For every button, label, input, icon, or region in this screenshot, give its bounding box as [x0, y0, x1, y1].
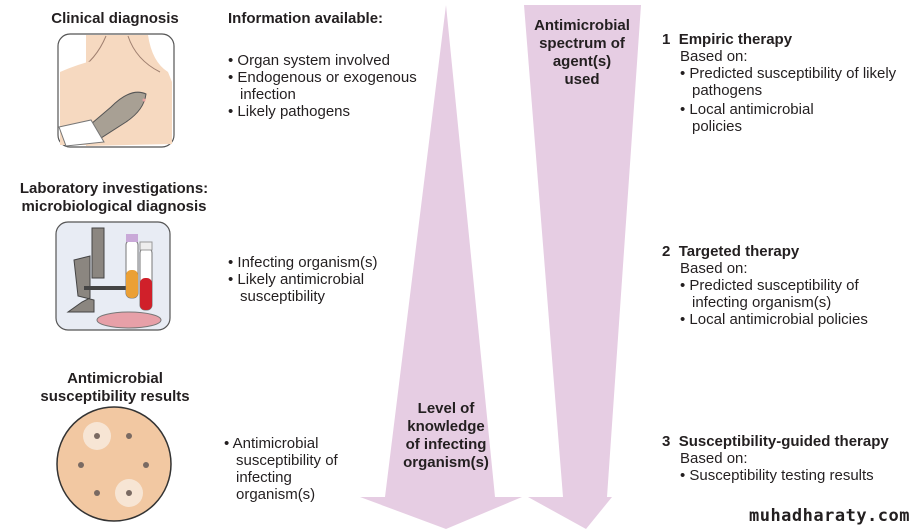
agar-plate-illustration	[56, 406, 172, 522]
based-on-label: Based on:	[680, 260, 748, 277]
list-item: Organ system involved	[228, 52, 418, 69]
ast-title-line: Antimicrobial	[67, 370, 163, 387]
list-item: Local antimicrobial policies	[680, 311, 912, 328]
basis-list: Predicted susceptibility of likely patho…	[680, 65, 912, 135]
therapy-title: Susceptibility-guided therapy	[678, 433, 889, 450]
based-on-label: Based on:	[680, 48, 748, 65]
clinical-diagnosis-title: Clinical diagnosis	[51, 10, 179, 27]
therapy-number: 1	[662, 31, 671, 48]
label-line: agent(s)	[552, 53, 612, 70]
information-available-header: Information available:	[228, 10, 384, 27]
label-line: Antimicrobial	[534, 17, 630, 34]
list-item: Predicted susceptibility of likely patho…	[680, 65, 912, 99]
basis-list: Susceptibility testing results	[680, 467, 918, 484]
lab-title-line: Laboratory investigations:	[19, 180, 209, 197]
lab-info-list: Infecting organism(s) Likely antimicrobi…	[228, 254, 413, 305]
label-line: organism(s)	[403, 454, 489, 471]
lab-investigations-title: Laboratory investigations: microbiologic…	[0, 180, 228, 216]
list-item: Local antimicrobial policies	[680, 101, 852, 135]
therapy-targeted: 2 Targeted therapy Based on: Predicted s…	[662, 243, 912, 328]
ast-results-title: Antimicrobial susceptibility results	[20, 370, 210, 406]
clinical-examination-illustration	[57, 33, 175, 148]
based-on-label: Based on:	[680, 450, 748, 467]
label-line: used	[564, 71, 600, 88]
label-line: spectrum of	[539, 35, 625, 52]
laboratory-illustration	[55, 221, 171, 331]
watermark: muhadharaty.com	[748, 506, 910, 526]
knowledge-arrow	[360, 5, 522, 529]
lab-title-line: microbiological diagnosis	[21, 198, 207, 215]
spectrum-arrow-label: Antimicrobial spectrum of agent(s) used	[522, 17, 642, 89]
spectrum-arrow	[524, 5, 641, 529]
therapy-empiric: 1 Empiric therapy Based on: Predicted su…	[662, 31, 912, 135]
therapy-susceptibility-guided: 3 Susceptibility-guided therapy Based on…	[662, 433, 918, 484]
list-item: Susceptibility testing results	[680, 467, 918, 484]
therapy-title: Empiric therapy	[678, 31, 793, 48]
list-item: Likely pathogens	[228, 103, 418, 120]
list-item: Likely antimicrobial susceptibility	[228, 271, 413, 305]
list-item: Antimicrobial susceptibility of infectin…	[224, 435, 344, 503]
list-item: Predicted susceptibility of infecting or…	[680, 277, 877, 311]
list-item: Endogenous or exogenous infection	[228, 69, 418, 103]
knowledge-arrow-label: Level of knowledge of infecting organism…	[386, 400, 506, 472]
basis-list: Predicted susceptibility of infecting or…	[680, 277, 912, 328]
label-line: of infecting	[405, 436, 487, 453]
therapy-title: Targeted therapy	[678, 243, 800, 260]
ast-title-line: susceptibility results	[40, 388, 190, 405]
therapy-number: 2	[662, 243, 671, 260]
label-line: Level of	[417, 400, 475, 417]
therapy-number: 3	[662, 433, 671, 450]
label-line: knowledge	[407, 418, 485, 435]
ast-info-list: Antimicrobial susceptibility of infectin…	[224, 435, 344, 503]
clinical-info-list: Organ system involved Endogenous or exog…	[228, 52, 418, 120]
list-item: Infecting organism(s)	[228, 254, 413, 271]
